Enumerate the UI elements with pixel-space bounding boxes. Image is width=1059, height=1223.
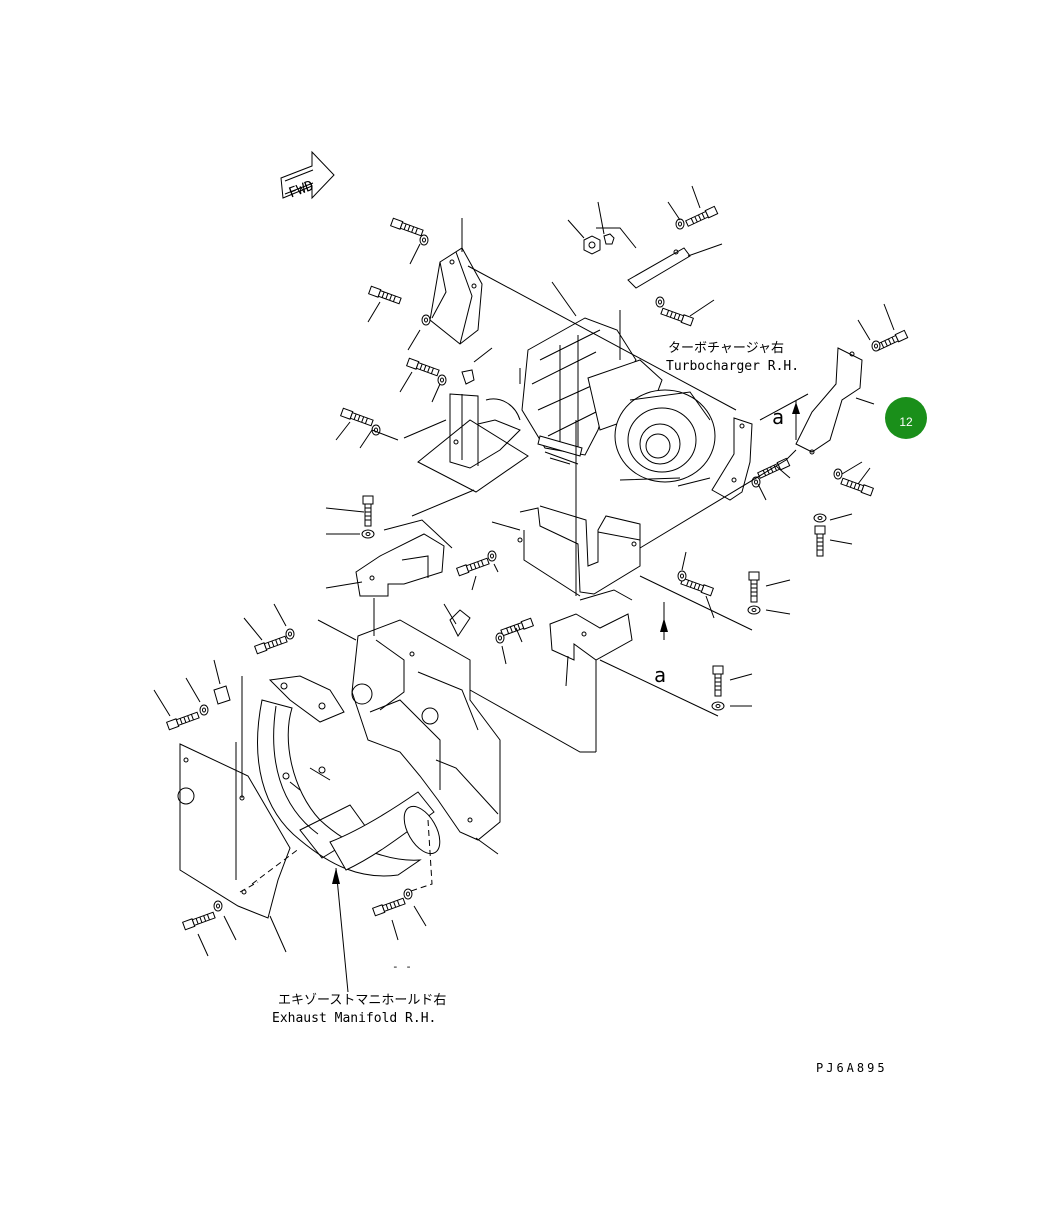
upper-left-shield[interactable] [429, 247, 483, 345]
center-stepped-bracket[interactable] [517, 505, 641, 597]
lower-heat-shield[interactable] [351, 619, 501, 841]
drawing-code: PJ6A895 [816, 1061, 888, 1075]
right-mid-bracket[interactable] [711, 417, 753, 501]
top-stay-bracket[interactable] [627, 247, 691, 289]
view-a-bottom: a [654, 663, 666, 687]
leader-lines [153, 185, 895, 957]
callout-12-badge[interactable]: 12 [885, 397, 927, 439]
lower-right-bracket[interactable] [549, 589, 633, 752]
exhaust-manifold[interactable] [257, 675, 448, 877]
callout-circle [885, 397, 927, 439]
left-side-plate[interactable] [177, 676, 291, 919]
dash-marks: - - [392, 960, 412, 973]
mid-left-bracket[interactable] [417, 393, 529, 493]
arrow-up-icon [660, 402, 800, 632]
right-turbo-bracket[interactable] [795, 347, 863, 455]
left-l-bracket[interactable] [355, 519, 453, 597]
turbocharger[interactable] [521, 317, 716, 483]
view-a-top: a [772, 405, 784, 429]
manifold-label-en: Exhaust Manifold R.H. [272, 1011, 436, 1026]
turbocharger-label-jp: ターボチャージャ右 [668, 341, 784, 356]
turbocharger-label-en: Turbocharger R.H. [666, 359, 799, 374]
manifold-label-jp: エキゾーストマニホールド右 [278, 993, 446, 1008]
fwd-arrow-icon: FWD [280, 150, 335, 202]
nut-icon [213, 233, 615, 705]
callout-number: 12 [899, 415, 913, 429]
